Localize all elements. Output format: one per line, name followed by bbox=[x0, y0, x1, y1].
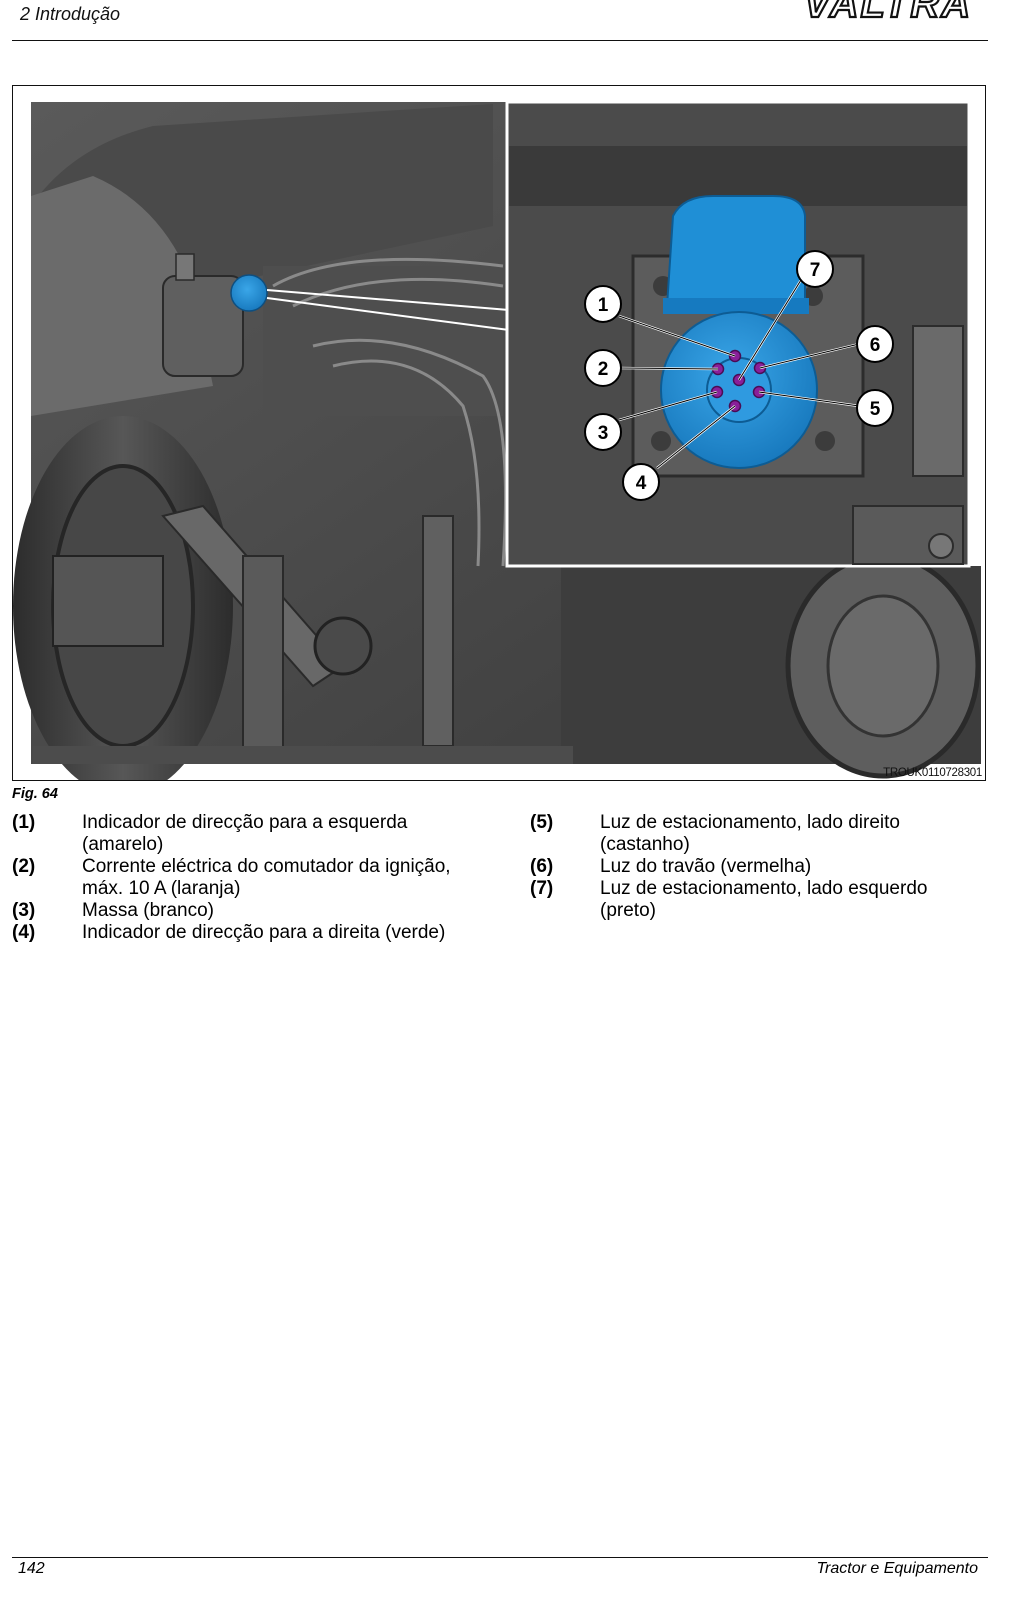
svg-text:6: 6 bbox=[870, 335, 881, 356]
legend-item: (4) Indicador de direcção para a direita… bbox=[12, 922, 452, 944]
socket-small bbox=[230, 274, 268, 312]
legend-text: Massa (branco) bbox=[82, 900, 214, 921]
svg-text:2: 2 bbox=[598, 359, 609, 380]
legend-item: (6) Luz do travão (vermelha) bbox=[530, 856, 970, 878]
legend-item: (1) Indicador de direcção para a esquerd… bbox=[12, 812, 452, 856]
svg-text:4: 4 bbox=[636, 473, 647, 494]
callout-4: 4 bbox=[622, 463, 660, 501]
legend-item: (7) Luz de estacionamento, lado esquerdo… bbox=[530, 878, 970, 922]
tractor-rear-illustration: 1 2 3 4 5 6 7 bbox=[13, 100, 981, 780]
reservoir bbox=[162, 275, 244, 377]
legend-number: (7) bbox=[530, 878, 554, 899]
legend-number: (1) bbox=[12, 812, 36, 833]
legend-text: Corrente eléctrica do comutador da igniç… bbox=[82, 856, 451, 899]
legend-item: (2) Corrente eléctrica do comutador da i… bbox=[12, 856, 452, 900]
page-header: 2 Introdução VALTRA bbox=[0, 0, 1016, 42]
svg-text:5: 5 bbox=[870, 399, 881, 420]
image-code: TROUK0110728301 bbox=[883, 767, 982, 779]
legend-number: (6) bbox=[530, 856, 554, 877]
detail-inset bbox=[505, 100, 971, 568]
callout-6: 6 bbox=[856, 325, 894, 363]
callout-1: 1 bbox=[584, 285, 622, 323]
svg-text:7: 7 bbox=[810, 260, 821, 281]
legend-number: (4) bbox=[12, 922, 36, 943]
footer-divider bbox=[12, 1557, 988, 1558]
footer-title: Tractor e Equipamento bbox=[816, 1560, 978, 1577]
socket-cap bbox=[665, 195, 806, 307]
legend-number: (3) bbox=[12, 900, 36, 921]
legend-text: Indicador de direcção para a direita (ve… bbox=[82, 922, 446, 943]
legend-text: Luz de estacionamento, lado direito (cas… bbox=[600, 812, 900, 855]
svg-text:3: 3 bbox=[598, 423, 609, 444]
legend-left: (1) Indicador de direcção para a esquerd… bbox=[12, 812, 452, 944]
legend-text: Luz do travão (vermelha) bbox=[600, 856, 812, 877]
svg-text:VALTRA: VALTRA bbox=[804, 0, 972, 20]
callout-2: 2 bbox=[584, 349, 622, 387]
figure-64: 1 2 3 4 5 6 7 bbox=[12, 85, 986, 781]
legend-number: (5) bbox=[530, 812, 554, 833]
figure-caption: Fig. 64 bbox=[12, 786, 58, 802]
valtra-logo: VALTRA bbox=[803, 0, 972, 20]
section-title: 2 Introdução bbox=[20, 4, 121, 24]
svg-text:1: 1 bbox=[598, 295, 609, 316]
legend-item: (3) Massa (branco) bbox=[12, 900, 452, 922]
legend-right: (5) Luz de estacionamento, lado direito … bbox=[530, 812, 970, 922]
legend-text: Indicador de direcção para a esquerda (a… bbox=[82, 812, 408, 855]
legend-item: (5) Luz de estacionamento, lado direito … bbox=[530, 812, 970, 856]
callout-3: 3 bbox=[584, 413, 622, 451]
header-divider bbox=[12, 40, 988, 41]
callout-7: 7 bbox=[796, 250, 834, 288]
legend-number: (2) bbox=[12, 856, 36, 877]
legend-text: Luz de estacionamento, lado esquerdo (pr… bbox=[600, 878, 928, 921]
callout-5: 5 bbox=[856, 389, 894, 427]
page-number: 142 bbox=[18, 1560, 45, 1577]
